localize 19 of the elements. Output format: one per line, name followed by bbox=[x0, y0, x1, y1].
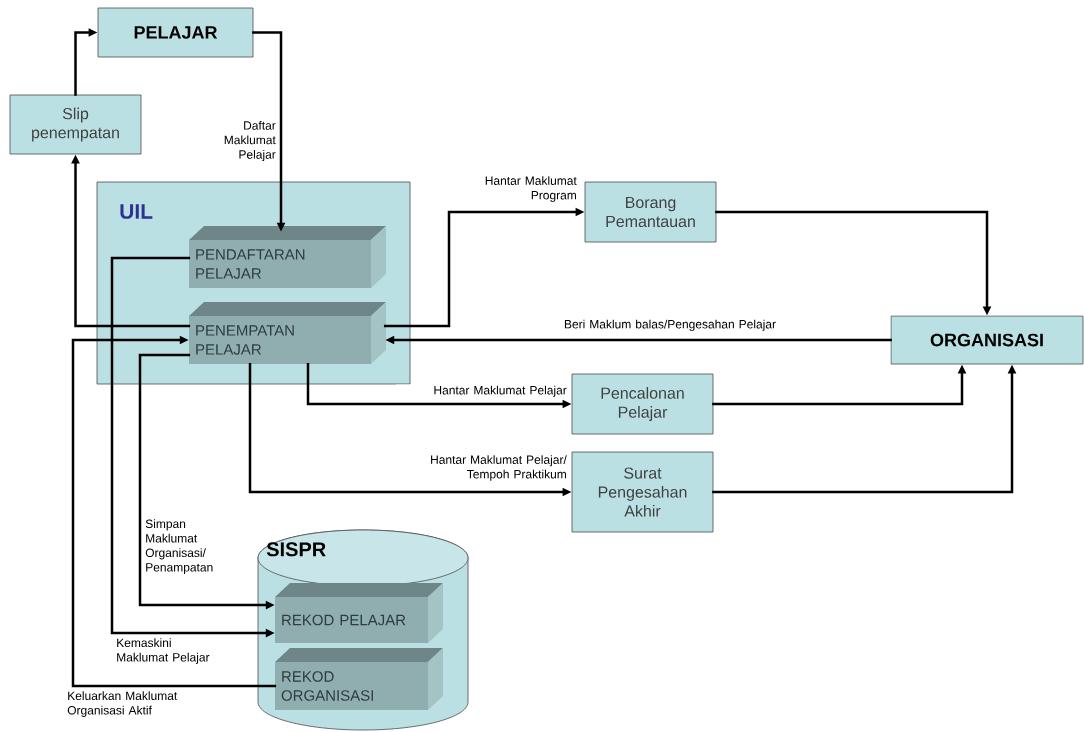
process-box: ORGANISASI bbox=[890, 315, 1084, 365]
block: REKOD PELAJAR bbox=[275, 583, 443, 643]
block: PENDAFTARAN PELAJAR bbox=[189, 226, 386, 288]
arrow bbox=[71, 335, 277, 688]
edge-label: Beri Maklum balas/Pengesahan Pelajar bbox=[564, 319, 776, 331]
process-box: Borang Pemantauan bbox=[584, 181, 717, 243]
process-box: Pencalonan Pelajar bbox=[571, 373, 714, 435]
edge-label: Hantar Maklumat Program bbox=[485, 176, 577, 202]
edge-label: Daftar Maklumat Pelajar bbox=[224, 120, 276, 162]
edge-label: Hantar Maklumat Pelajar bbox=[434, 385, 567, 397]
block: REKOD ORGANISASI bbox=[275, 648, 443, 710]
edge-label: Kemaskini Maklumat Pelajar bbox=[117, 638, 210, 664]
process-box: PELAJAR bbox=[97, 7, 254, 58]
edge-label: Hantar Maklumat Pelajar/ Tempoh Praktikum bbox=[431, 455, 567, 481]
edge-label: Keluarkan Maklumat Organisasi Aktif bbox=[67, 691, 178, 717]
process-box: Slip penempatan bbox=[9, 94, 142, 155]
process-box: Surat Pengesahan Akhir bbox=[571, 451, 714, 533]
edge-label: Simpan Maklumat Organisasi/ Penampatan bbox=[145, 519, 213, 574]
block: PENEMPATAN PELAJAR bbox=[189, 302, 386, 364]
